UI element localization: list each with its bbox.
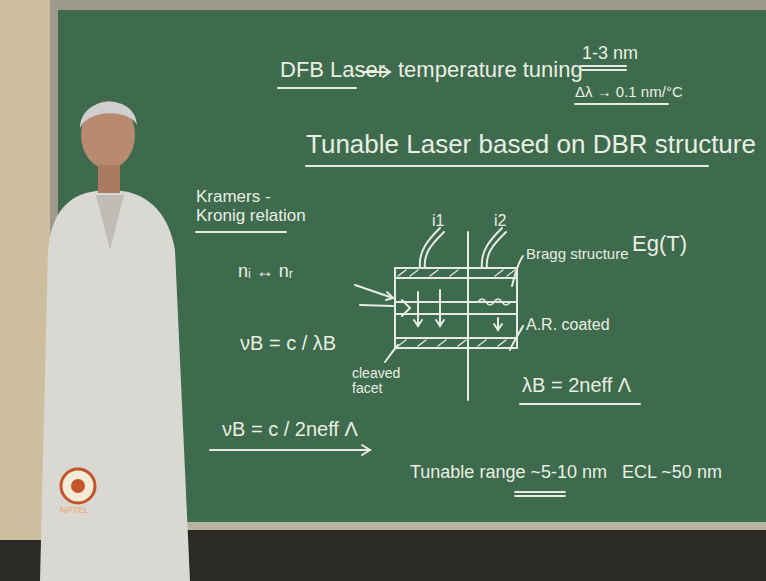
part-label: Bragg structure	[526, 246, 629, 263]
nptel-logo	[61, 469, 95, 503]
chalk-note: Δλ → 0.1 nm/°C	[575, 84, 683, 101]
chalk-formula: λB = 2neff Λ	[522, 374, 631, 396]
chalk-number: 1-3 nm	[582, 44, 638, 64]
chalk-formula: nᵢ ↔ nᵣ	[238, 262, 293, 282]
chalk-formula: νB = c / λB	[240, 332, 336, 354]
logo-text: NPTEL	[60, 506, 90, 516]
chalk-formula: νB = c / 2neff Λ	[222, 418, 358, 440]
chalk-note: Kramers - Kronig relation	[196, 188, 306, 225]
chalk-formula: Eg(T)	[632, 232, 687, 256]
part-label: cleaved facet	[352, 366, 412, 397]
chalk-note: ECL ~50 nm	[622, 463, 722, 483]
part-label: A.R. coated	[526, 316, 610, 334]
chalk-heading: DFB Laser	[280, 58, 385, 82]
current-label: i1	[432, 212, 444, 230]
lecturer	[40, 101, 190, 581]
current-label: i2	[494, 212, 506, 230]
chalk-text: temperature tuning	[398, 58, 583, 82]
chalk-note: Tunable range ~5-10 nm	[410, 463, 607, 483]
chalk-heading: Tunable Laser based on DBR structure	[306, 130, 756, 159]
